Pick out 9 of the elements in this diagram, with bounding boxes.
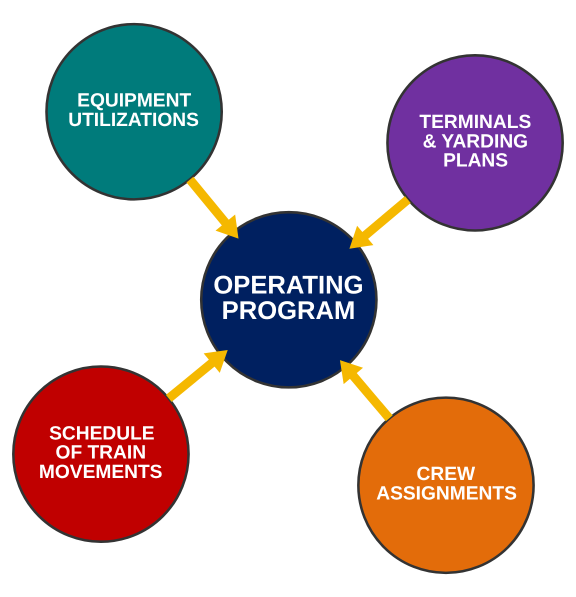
arrow [349, 196, 411, 249]
arrow [186, 176, 238, 239]
node-circle: EQUIPMENT UTILIZATIONS [45, 22, 223, 201]
arrow [166, 350, 228, 402]
node-circle: SCHEDULE OF TRAIN MOVEMENTS [12, 365, 190, 543]
node-circle: CREW ASSIGNMENTS [357, 396, 535, 574]
arrow [340, 360, 393, 422]
node-circle: TERMINALS & YARDING PLANS [386, 54, 564, 232]
node-circle: OPERATING PROGRAM [200, 210, 378, 389]
